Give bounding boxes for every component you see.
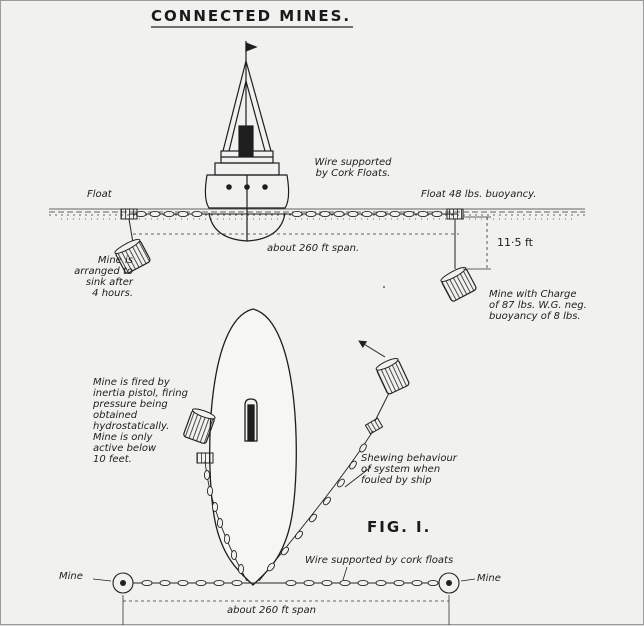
depth-dimension — [463, 216, 491, 270]
leader-behaviour — [344, 466, 372, 488]
label-span-top: about 260 ft span. — [267, 243, 360, 254]
label-span-plan: about 260 ft span — [227, 605, 316, 616]
mine-wire-left-plan — [203, 460, 248, 582]
leader-mine-right — [460, 578, 476, 582]
mine-right-top — [440, 266, 477, 302]
mine-bottom-right — [438, 572, 460, 594]
cork-float-wire-plan — [123, 579, 447, 587]
label-mine-charge: Mine with Charge of 87 lbs. W.G. neg. bu… — [489, 289, 587, 322]
label-mine-sink: Mine is arranged to sink after 4 hours. — [74, 255, 133, 299]
label-mine-right-plan: Mine — [477, 573, 501, 584]
flag-icon — [245, 42, 258, 52]
diagram-title: CONNECTED MINES. — [151, 7, 352, 25]
cork-float-wire-top — [129, 210, 457, 218]
float-plan-right — [364, 417, 384, 435]
figure-label: FIG. I. — [367, 518, 432, 536]
water-surface — [49, 208, 585, 220]
label-mine-fired: Mine is fired by inertia pistol, firing … — [93, 377, 188, 465]
label-wire-cork-floats: Wire supported by Cork Floats. — [314, 157, 392, 179]
label-wire-cork-plan: Wire supported by cork floats — [305, 555, 454, 566]
label-depth: 11·5 ft — [497, 236, 533, 249]
mine-left-top — [114, 238, 151, 274]
mine-bottom-left — [112, 572, 134, 594]
label-float-right: Float 48 lbs. buoyancy. — [421, 189, 537, 200]
mine-wire-right-plan — [258, 430, 374, 582]
ship-plan — [209, 308, 297, 586]
mooring-line-plan-right — [374, 392, 390, 422]
float-plan-left — [196, 452, 214, 464]
label-behaviour: Shewing behaviour of system when fouled … — [361, 453, 457, 486]
label-float-left: Float — [87, 189, 112, 200]
mine-plan-left — [183, 408, 216, 445]
leader-wire-cork — [342, 566, 348, 581]
mine-plan-right — [375, 358, 410, 395]
float-buoy-right — [446, 208, 464, 220]
mooring-line-left — [128, 218, 134, 244]
label-mine-left-plan: Mine — [59, 571, 83, 582]
float-buoy-left — [120, 208, 138, 220]
drift-arrow — [358, 340, 386, 358]
ship-elevation — [204, 41, 290, 242]
leader-mine-left — [92, 578, 112, 582]
speck — [383, 286, 385, 288]
span-dimension-plan — [122, 595, 450, 625]
